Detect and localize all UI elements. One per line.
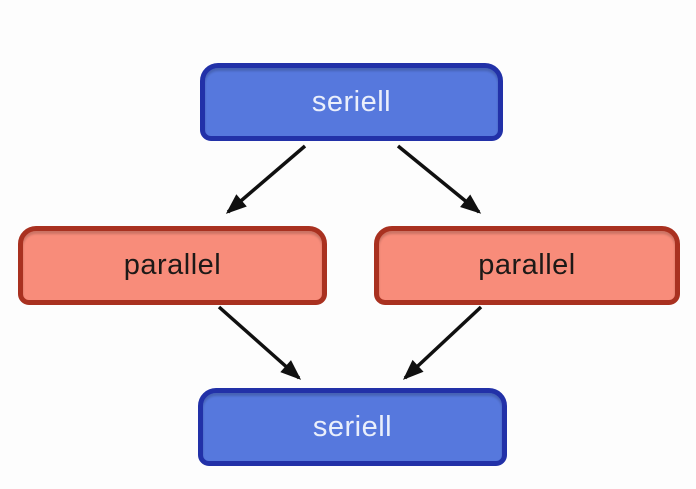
- edge-seriell-top-to-parallel-left: [225, 144, 307, 214]
- node-seriell-top: seriell: [200, 63, 503, 141]
- edge-parallel-right-to-seriell-bottom: [402, 305, 483, 380]
- node-parallel-right: parallel: [374, 226, 680, 305]
- node-seriell-top-label: seriell: [311, 85, 392, 118]
- node-parallel-right-label: parallel: [478, 249, 576, 281]
- node-parallel-left: parallel: [18, 226, 327, 305]
- node-parallel-left-label: parallel: [123, 249, 222, 281]
- edge-parallel-left-to-seriell-bottom: [217, 305, 302, 380]
- edge-seriell-top-to-parallel-right: [396, 144, 482, 214]
- node-seriell-bottom: seriell: [198, 388, 507, 466]
- node-seriell-bottom-label: seriell: [312, 410, 393, 443]
